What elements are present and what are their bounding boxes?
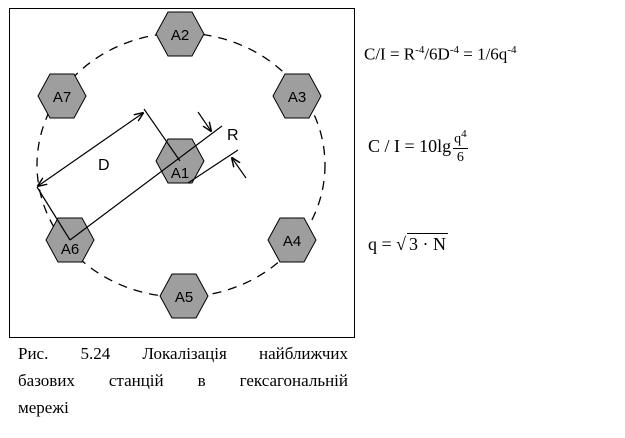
distance-label: D [98,157,110,174]
caption-line-3: мережі [18,398,69,417]
radius-label: R [227,127,239,144]
r-extension-line-lower [187,149,239,184]
formula-1-rhs: = 1/6q [459,44,508,64]
d-extension-line-a6 [36,186,71,241]
r-arrow-upper [197,111,211,131]
r-arrow-lower [232,158,247,179]
hexagon-a2: A2 [155,11,205,57]
formula-2-numerator: q4 [453,126,468,149]
formula-2-num-exp: 4 [461,128,467,140]
r-extension-line-upper [69,125,223,241]
hexagon-a5: A5 [159,273,209,319]
formula-3-lhs: q = [368,234,397,254]
caption-line-2: базових станцій в гексагональній [18,371,348,390]
hexagon-a7: A7 [37,73,87,119]
figure-caption: Рис. 5.24 Локалізація найближчих базових… [18,340,348,421]
hexagon-a5-label: A5 [175,289,193,306]
formula-ci-ratio: C/I = R-4/6D-4 = 1/6q-4 [364,44,516,65]
formula-1-exp-1: -4 [415,44,425,56]
hexagon-a3: A3 [272,73,322,119]
hexagon-a2-label: A2 [171,27,189,44]
formula-2-num-base: q [454,131,462,147]
formula-3-radicand: 3 · N [407,233,449,254]
hexagon-a4-label: A4 [283,233,301,250]
formula-1-exp-2: -4 [449,44,459,56]
formula-reuse-ratio: q = √3 · N [368,233,449,255]
formula-1-exp-3: -4 [507,44,517,56]
formula-1-mid: /6D [424,44,450,64]
sqrt-symbol: √ [396,234,407,254]
hexagon-a3-label: A3 [288,89,306,106]
caption-line-1: Рис. 5.24 Локалізація найближчих [18,344,348,363]
formula-2-denominator: 6 [456,149,464,165]
d-dimension-arrow [38,113,143,186]
hexagon-a4: A4 [267,217,317,263]
hexagon-a7-label: A7 [53,89,71,106]
d-extension-line-a1 [143,108,181,162]
formula-1-lhs: C/I = R [364,44,416,64]
formula-2-lhs: C / I = 10lg [368,135,452,156]
hexagon-a1-label: A1 [171,165,189,182]
hexagon-a6-label: A6 [61,241,79,258]
